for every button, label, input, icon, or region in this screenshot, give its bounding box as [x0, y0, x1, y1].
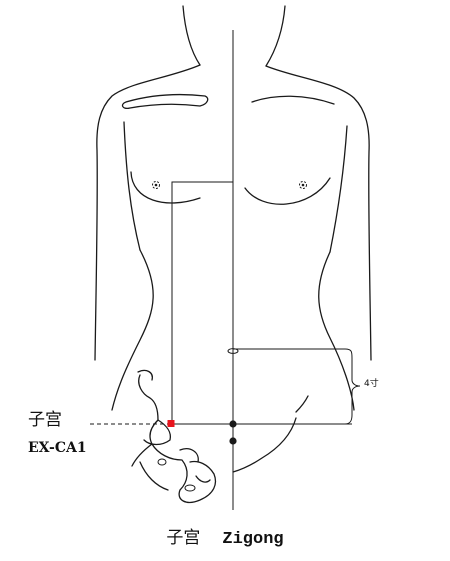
right-inguinal-line: [232, 395, 309, 473]
caption-cn: 子宫: [166, 528, 201, 548]
distance-label: 4寸: [364, 379, 379, 389]
measurement-bracket: [233, 348, 361, 425]
left-armpit-line: [123, 121, 141, 251]
neck-right-line: [265, 5, 286, 67]
figure-caption: 子宫 Zigong: [0, 528, 450, 549]
midline-point-lower: [229, 437, 237, 445]
zigong-point-marker: [167, 420, 175, 427]
torso-outline: [94, 5, 372, 411]
left-waist: [111, 249, 154, 411]
pelvis-sketch: [131, 369, 217, 504]
right-armpit-line: [329, 125, 348, 253]
right-clavicle: [251, 95, 335, 105]
nipple-left-icon: [152, 181, 160, 189]
left-breast: [130, 171, 201, 204]
caption-pinyin: Zigong: [222, 530, 284, 549]
right-shoulder-arm: [265, 65, 372, 361]
point-name-label: 子宫: [28, 410, 62, 430]
point-code-label: EX-CA1: [28, 440, 87, 456]
nipple-right-icon: [299, 181, 307, 189]
midline-point-upper: [229, 420, 237, 428]
left-shoulder-arm: [94, 64, 201, 361]
nipple-guide-line: [171, 181, 233, 424]
right-waist: [318, 251, 355, 411]
neck-left-line: [182, 5, 201, 66]
left-clavicle: [121, 94, 209, 110]
right-breast: [244, 177, 331, 205]
